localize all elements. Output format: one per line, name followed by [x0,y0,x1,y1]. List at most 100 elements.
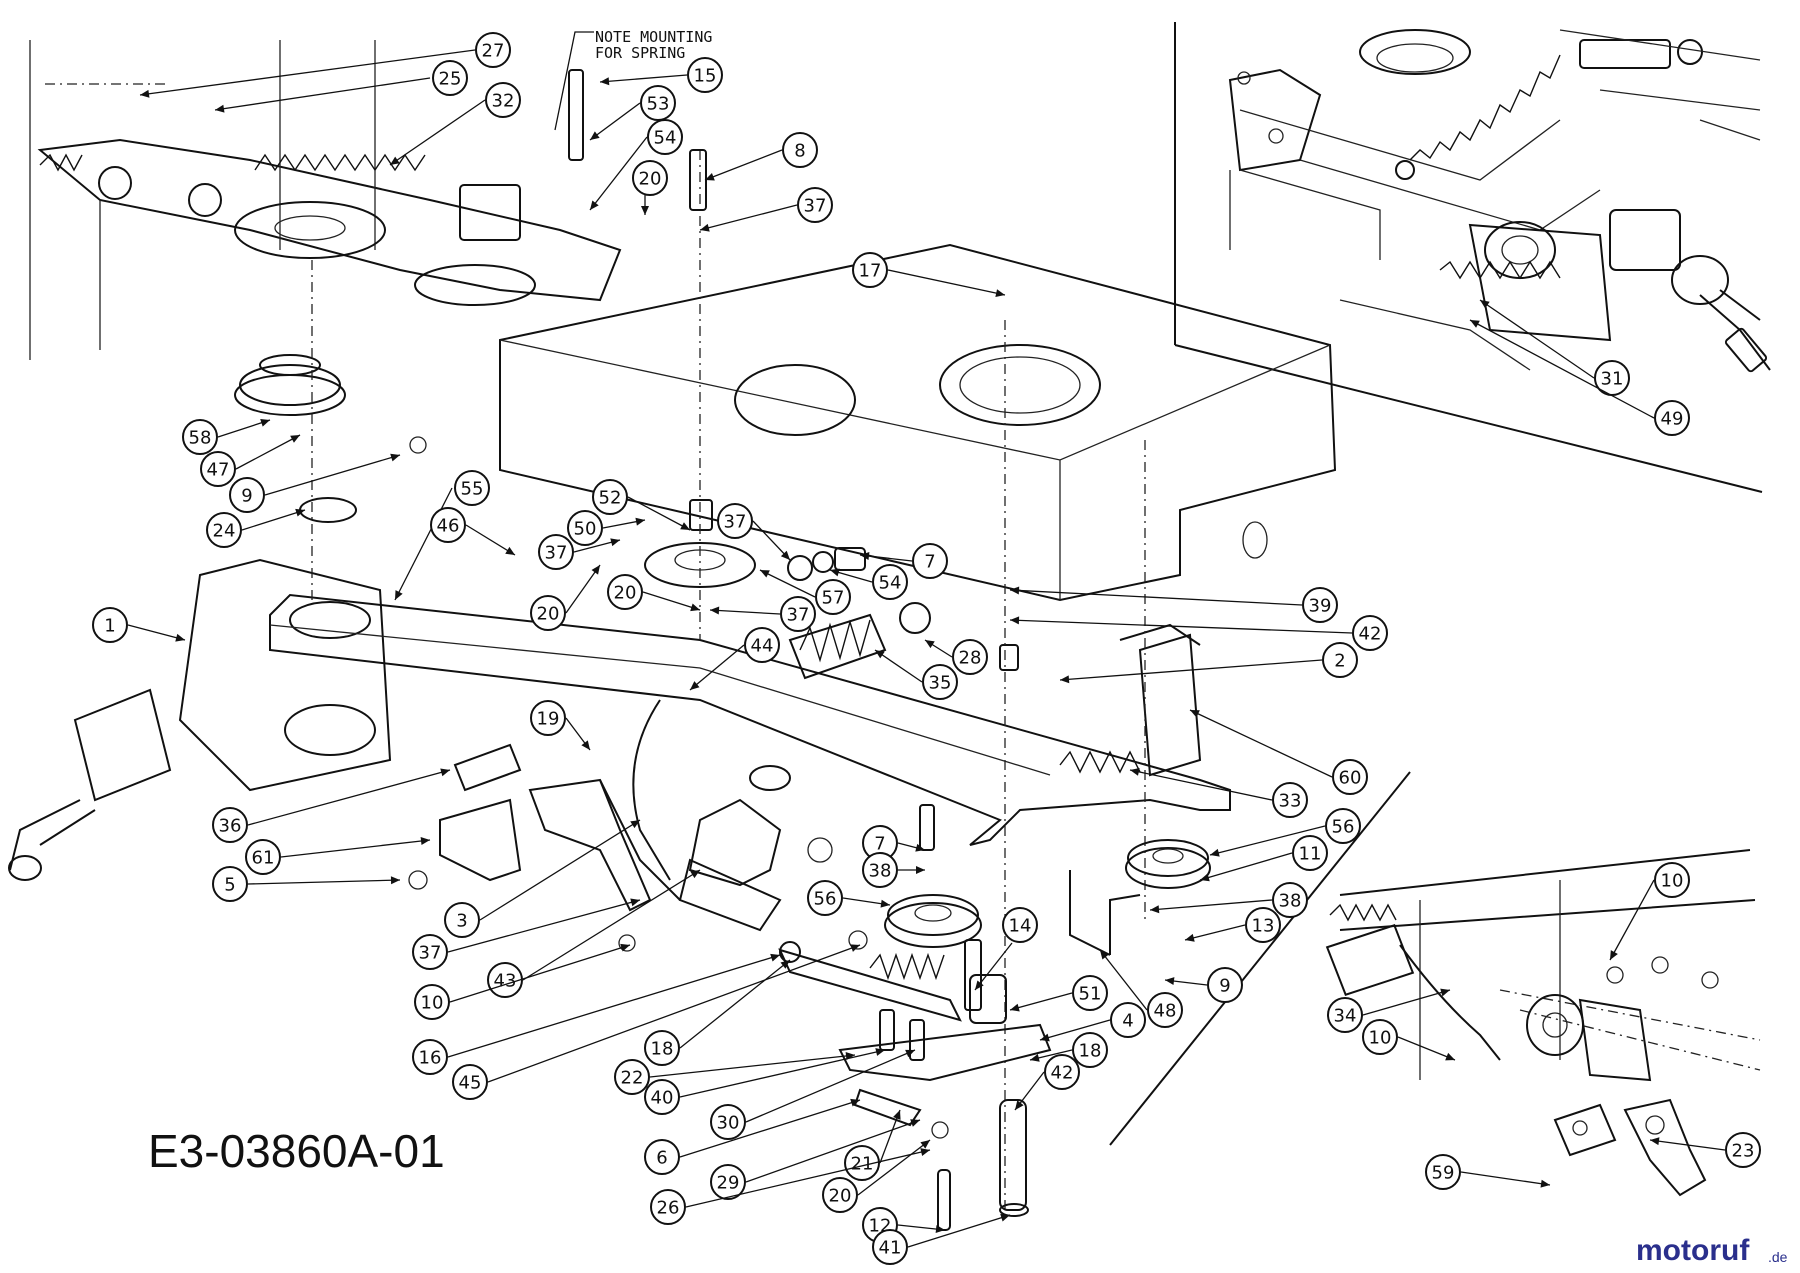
callout-label: 20 [639,169,662,190]
leader-line-c42a [1009,619,1353,634]
callout-13: 13 [1245,907,1281,943]
callout-label: 41 [879,1238,902,1259]
callout-label: 6 [656,1148,667,1169]
callout-label: 37 [804,196,827,217]
callout-circle [1272,782,1308,818]
leader-line-c16 [447,954,781,1058]
leader-arrow-c54a [590,200,599,210]
callout-circle [822,1177,858,1213]
callout-61: 61 [245,839,281,875]
callout-circle [780,596,816,632]
leader-arrow-c3 [630,820,640,829]
callout-label: 34 [1334,1006,1357,1027]
callout-16: 16 [412,1039,448,1075]
callout-label: 54 [879,573,902,594]
callout-circle [454,470,490,506]
callout-11: 11 [1292,835,1328,871]
callout-circle [607,574,643,610]
leader-line-c59 [1460,1171,1551,1186]
leader-line-c38b [1149,899,1273,911]
leader-arrow-c43 [690,870,700,879]
leader-line-c53 [589,102,641,141]
callout-circle [487,962,523,998]
callout-circle [432,60,468,96]
callout-label: 20 [614,583,637,604]
inset-top-right [1228,29,1771,373]
callout-label: 18 [1079,1041,1102,1062]
leader-arrow-c44 [690,681,700,690]
callout-label: 20 [829,1186,852,1207]
callout-circle [647,119,683,155]
leader-arrow-c27 [140,89,150,98]
callout-circle [1072,975,1108,1011]
callout-label: 14 [1009,916,1032,937]
callout-circle [1654,400,1690,436]
callout-circle [1332,759,1368,795]
leader-arrow-c56a [1210,848,1220,857]
leader-arrow-c40 [875,1048,885,1056]
callout-19: 19 [530,700,566,736]
leader-arrow-c37b [610,538,620,547]
callout-label: 42 [1359,624,1382,645]
callout-circle [852,252,888,288]
leader-line-c20d [857,1139,931,1196]
callout-circle [687,57,723,93]
leader-line-c2 [1059,659,1323,681]
callout-label: 4 [1122,1011,1133,1032]
leader-line-c4 [1039,1019,1111,1041]
leader-line-c51 [1009,992,1073,1011]
leader-arrow-c37c [780,550,790,560]
main-assembly [8,40,1337,1231]
callout-circle [538,534,574,570]
callout-20: 20 [632,160,668,196]
callout-label: 43 [494,971,517,992]
leader-line-c40 [679,1049,886,1098]
leader-line-c47 [235,434,301,470]
callout-circle [1245,907,1281,943]
callout-label: 1 [104,616,115,637]
callout-label: 7 [874,834,885,855]
callout-10: 10 [414,984,450,1020]
callout-circle [844,1145,880,1181]
callout-label: 18 [651,1039,674,1060]
callout-30: 30 [710,1104,746,1140]
leader-line-c14 [974,942,1013,991]
callout-23: 23 [1725,1132,1761,1168]
leader-arrow-c47 [290,435,300,443]
callout-circle [1654,862,1690,898]
callout-2: 2 [1322,642,1358,678]
callout-label: 30 [717,1113,740,1134]
callout-8: 8 [782,132,818,168]
callout-52: 52 [592,479,628,515]
callout-label: 40 [651,1088,674,1109]
leader-line-c10b [1609,879,1655,961]
callout-56: 56 [1325,808,1361,844]
callout-1: 1 [92,607,128,643]
leader-arrow-c5 [390,876,400,885]
callout-label: 24 [213,521,236,542]
leader-arrow-c45 [850,944,860,952]
callout-6: 6 [644,1139,680,1175]
callout-circle [1425,1154,1461,1190]
inset-bottom-right [1325,849,1761,1197]
leader-arrow-c9b [1165,977,1175,986]
callout-42: 42 [1352,615,1388,651]
callout-54: 54 [872,564,908,600]
leader-line-c27 [139,49,476,96]
leader-line-c1 [127,624,186,641]
callout-59: 59 [1425,1154,1461,1190]
leader-arrow-c10a [620,943,630,952]
callout-24: 24 [206,512,242,548]
leader-arrow-c28 [925,640,935,649]
callout-circle [872,1229,908,1265]
callout-38: 38 [1272,882,1308,918]
callout-label: 27 [482,41,505,62]
callout-circle [862,852,898,888]
leader-arrow-c59 [1540,1179,1550,1188]
callout-40: 40 [644,1079,680,1115]
leader-arrow-c46 [505,546,515,555]
callout-label: 45 [459,1073,482,1094]
callout-circle [1352,615,1388,651]
callout-29: 29 [710,1164,746,1200]
callout-label: 22 [621,1068,644,1089]
